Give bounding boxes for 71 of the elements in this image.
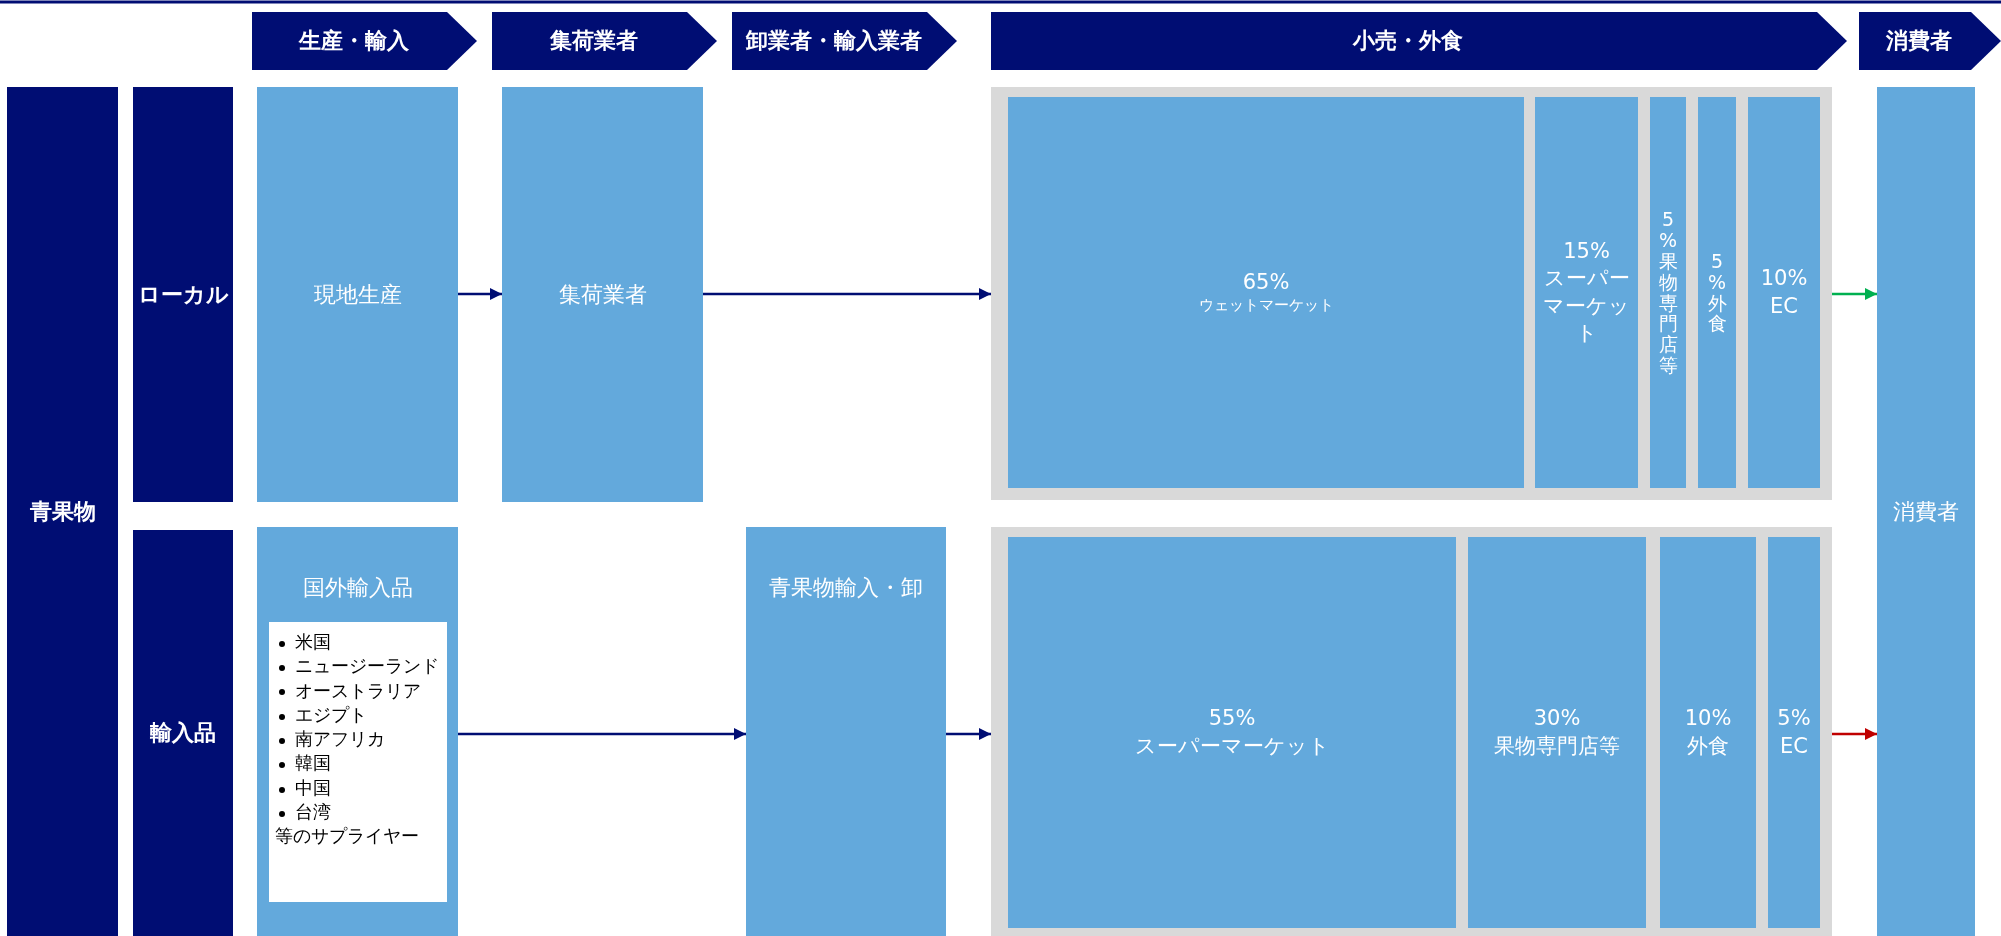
process-box (257, 527, 458, 936)
channel-name: スーパーマーケット (1542, 265, 1631, 347)
channel-name: 外食 (1707, 292, 1727, 335)
arrow (1832, 727, 1877, 741)
share-value: 15% (1563, 237, 1610, 265)
channel-box (1768, 537, 1820, 928)
stage-header (492, 12, 717, 70)
channel-box (1698, 97, 1736, 488)
channel-box (1748, 97, 1820, 488)
channel-box (1008, 97, 1524, 488)
arrow (458, 287, 502, 301)
channel-box (1468, 537, 1646, 928)
node-label: 集荷業者 (558, 280, 647, 309)
list-item: ニュージーランド (295, 655, 439, 677)
node-label: 国外輸入品 (302, 574, 413, 602)
stage-header (991, 12, 1847, 70)
stage-header (732, 12, 957, 70)
node-label: ローカル (137, 280, 229, 309)
node-label: 現地生産 (313, 280, 402, 309)
arrow (458, 727, 746, 741)
list-item: オーストラリア (295, 679, 421, 701)
share-value: 55% (1208, 705, 1256, 733)
channel-name: EC (1780, 732, 1808, 760)
node-label: 消費者 (1886, 27, 1953, 55)
process-box (746, 527, 946, 936)
channel-name: EC (1770, 292, 1798, 320)
node-label: 生産・輸入 (298, 27, 410, 55)
list-item: 等のサプライヤー (275, 824, 420, 849)
channel-group (991, 527, 1832, 936)
process-box (257, 87, 458, 502)
list-item: 南アフリカ (295, 728, 385, 750)
list-item: 中国 (295, 776, 331, 798)
list-box (269, 622, 447, 902)
node-label: 卸業者・輸入業者 (745, 27, 923, 55)
list-item: 台湾 (295, 801, 331, 823)
consumer-box (1877, 87, 1975, 936)
channel-name: 果物専門店等 (1494, 732, 1620, 760)
arrow (1832, 287, 1877, 301)
node-label: 小売・外食 (1353, 27, 1464, 55)
node-label: 青果物輸入・卸 (769, 574, 923, 602)
share-value: 30% (1533, 705, 1581, 733)
channel-name: ウェットマーケット (1198, 296, 1334, 316)
channel-name: 果物専門店等 (1658, 250, 1678, 377)
share-value: 5% (1707, 250, 1727, 293)
category-box (7, 87, 118, 936)
share-value: 10% (1760, 265, 1808, 293)
channel-box (1535, 97, 1638, 488)
node-label: 輸入品 (150, 719, 216, 747)
share-value: 10% (1684, 705, 1732, 733)
row-label-box (133, 530, 233, 936)
channel-name: 外食 (1687, 732, 1729, 760)
share-value: 5% (1658, 208, 1678, 251)
channel-box (1650, 97, 1686, 488)
list-item: 韓国 (295, 752, 331, 774)
share-value: 65% (1242, 269, 1290, 297)
list-item: エジプト (295, 703, 367, 725)
node-label: 消費者 (1893, 497, 1959, 526)
channel-box (1008, 537, 1456, 928)
arrow (703, 287, 991, 301)
process-box (502, 87, 703, 502)
stage-header (1859, 12, 2001, 70)
row-label-box (133, 87, 233, 502)
share-value: 5% (1777, 705, 1811, 733)
node-label: 青果物 (29, 497, 96, 526)
channel-group (991, 87, 1832, 500)
channel-box (1660, 537, 1756, 928)
node-label: 集荷業者 (549, 27, 639, 55)
list-item: 米国 (295, 631, 331, 652)
channel-name: スーパーマーケット (1134, 732, 1330, 760)
arrow (946, 727, 991, 741)
stage-header (252, 12, 477, 70)
